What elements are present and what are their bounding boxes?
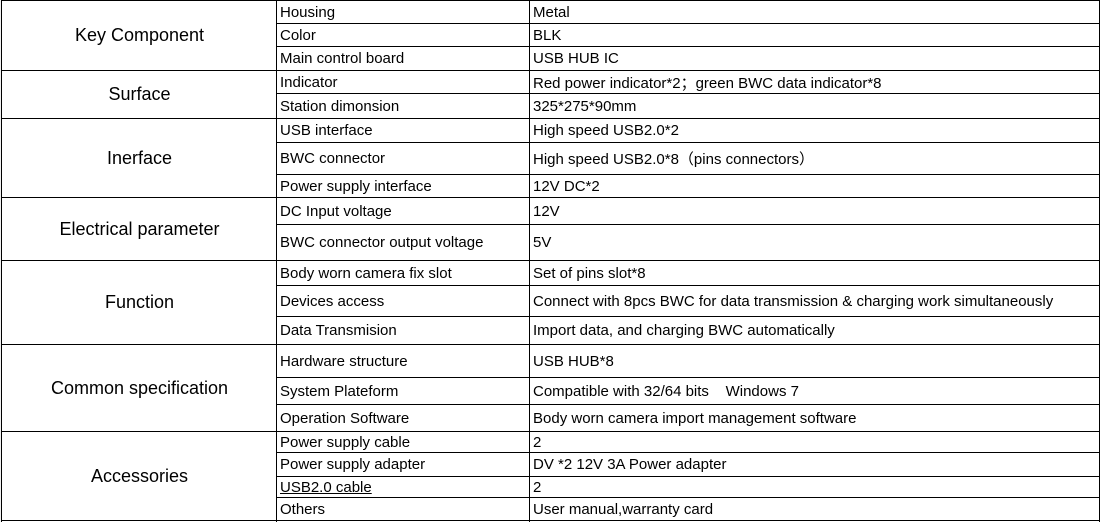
spec-item: Data Transmision xyxy=(280,322,397,339)
table-border xyxy=(276,46,1100,47)
spec-value: Metal xyxy=(533,3,570,21)
table-border xyxy=(276,142,1100,143)
category-electrical-parameter: Electrical parameter xyxy=(59,218,220,239)
table-border xyxy=(276,476,1100,477)
spec-item: Power supply cable xyxy=(280,433,411,451)
table-border xyxy=(276,285,1100,286)
spec-value: Compatible with 32/64 bits Windows 7 xyxy=(533,382,799,400)
table-border xyxy=(276,0,277,522)
spec-value: 12V xyxy=(533,202,560,220)
table-border xyxy=(1,260,1100,261)
spec-value: 2 xyxy=(533,433,542,451)
table-border xyxy=(276,452,1100,453)
table-border xyxy=(276,404,1100,405)
category-function: Function xyxy=(104,292,175,312)
spec-value: Connect with 8pcs BWC for data transmiss… xyxy=(533,292,1054,310)
table-border xyxy=(276,174,1100,175)
spec-item: System Plateform xyxy=(280,382,399,400)
table-border xyxy=(1,0,2,522)
category-surface: Surface xyxy=(108,84,171,104)
spec-item: Hardware structure xyxy=(280,352,408,370)
spec-value: DV *2 12V 3A Power adapter xyxy=(533,456,727,473)
spec-item: Power supply adapter xyxy=(280,456,426,473)
spec-value: 2 xyxy=(533,478,542,496)
spec-value: BLK xyxy=(533,26,562,44)
table-border xyxy=(276,497,1100,498)
table-border xyxy=(276,224,1100,225)
spec-item: BWC connector xyxy=(280,150,386,167)
table-border xyxy=(1,70,1100,71)
spec-item: DC Input voltage xyxy=(280,202,392,220)
table-border xyxy=(276,316,1100,317)
category-common-specification: Common specification xyxy=(50,377,229,398)
spec-item: Main control board xyxy=(280,50,405,67)
spec-item: Power supply interface xyxy=(280,177,432,195)
spec-value: USB HUB IC xyxy=(533,50,619,67)
spec-value: 5V xyxy=(533,234,552,251)
table-border xyxy=(1,0,1100,1)
spec-item: Color xyxy=(280,26,316,44)
spec-item: Indicator xyxy=(280,73,338,91)
spec-item: Operation Software xyxy=(280,409,410,427)
category-key-component: Key Component xyxy=(74,25,205,45)
table-border xyxy=(1,118,1100,119)
table-border xyxy=(276,377,1100,378)
spec-value: Set of pins slot*8 xyxy=(533,264,646,282)
category-accessories: Accessories xyxy=(90,466,189,486)
spec-item: USB interface xyxy=(280,122,373,139)
spec-value: Import data, and charging BWC automatica… xyxy=(533,322,835,339)
table-border xyxy=(1,344,1100,345)
spec-value: User manual,warranty card xyxy=(533,500,714,518)
table-border xyxy=(1099,0,1100,522)
category-interface: Inerface xyxy=(106,147,173,168)
spec-item: Devices access xyxy=(280,292,385,310)
spec-item: Others xyxy=(280,500,326,518)
table-border xyxy=(529,0,530,522)
spec-item: Housing xyxy=(280,3,336,21)
table-border xyxy=(276,23,1100,24)
spec-value: Body worn camera import management softw… xyxy=(533,409,857,427)
spec-value: 325*275*90mm xyxy=(533,97,637,115)
spec-value: 12V DC*2 xyxy=(533,177,600,195)
spec-item: Body worn camera fix slot xyxy=(280,264,452,282)
spec-item: USB2.0 cable xyxy=(280,478,372,496)
table-border xyxy=(1,520,1100,521)
table-border xyxy=(1,431,1100,432)
table-border xyxy=(276,93,1100,94)
spec-value: High speed USB2.0*2 xyxy=(533,122,679,139)
spec-item: Station dimonsion xyxy=(280,97,400,115)
spec-value: Red power indicator*2；green BWC data ind… xyxy=(533,74,882,92)
spec-value: High speed USB2.0*8（pins connectors） xyxy=(533,151,814,168)
table-border xyxy=(1,197,1100,198)
spec-item: BWC connector output voltage xyxy=(280,234,484,251)
spec-value: USB HUB*8 xyxy=(533,352,614,370)
